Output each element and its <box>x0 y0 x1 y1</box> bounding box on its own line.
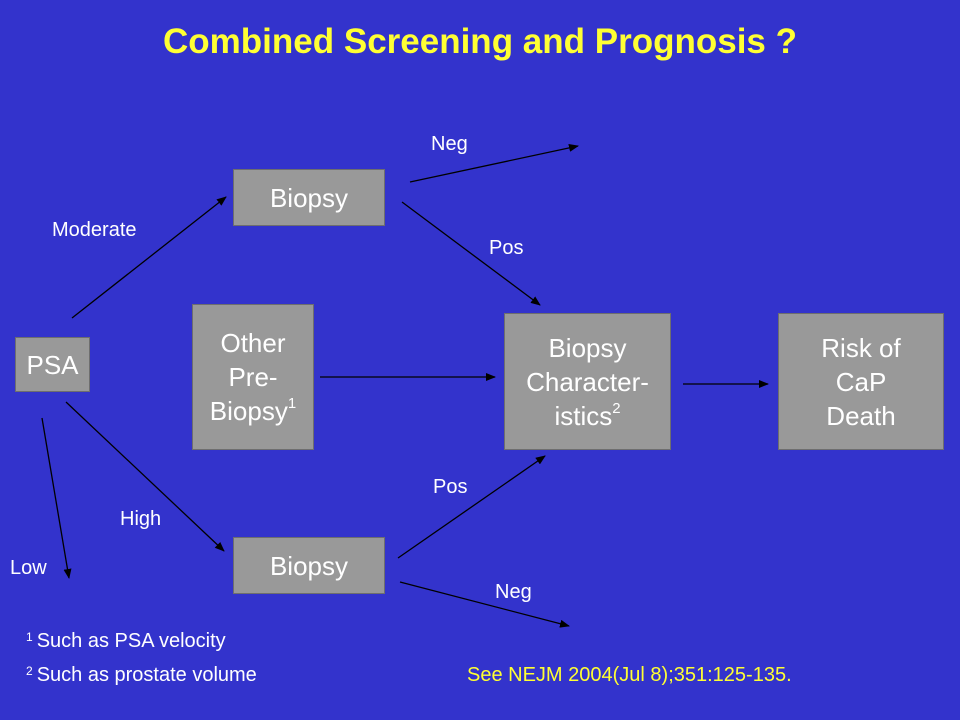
footnote-2-text: Such as prostate volume <box>36 664 257 686</box>
node-risk-of-death: Risk of CaP Death <box>778 313 944 450</box>
footnote-marker-2: 2 <box>612 399 621 417</box>
footnote-marker-1: 1 <box>287 395 297 413</box>
citation: See NEJM 2004(Jul 8);351:125-135. <box>467 664 792 686</box>
slide-title: Combined Screening and Prognosis ? <box>163 22 797 61</box>
label-neg-bottom: Neg <box>495 581 532 603</box>
node-characteristics-line-3: istics2 <box>554 399 621 431</box>
label-neg-top: Neg <box>431 133 468 155</box>
arrow-biopsy-bottom-pos <box>397 455 546 559</box>
label-pos-bottom: Pos <box>433 476 468 498</box>
node-risk-line-2: CaP <box>835 366 887 397</box>
footnote-2-marker: 2 <box>26 664 33 678</box>
node-risk-line-3: Death <box>826 400 896 431</box>
node-biopsy-bottom: Biopsy <box>233 537 385 594</box>
node-characteristics-line-2: Character- <box>526 366 649 397</box>
footnote-1-text: Such as PSA velocity <box>36 630 226 652</box>
arrow-biopsy-top-neg <box>409 143 579 183</box>
node-biopsy-top: Biopsy <box>233 169 385 226</box>
label-moderate: Moderate <box>52 219 137 241</box>
node-biopsy-top-line-1: Biopsy <box>269 182 349 213</box>
node-biopsy-characteristics: Biopsy Character- istics2 <box>504 313 671 450</box>
node-psa-line-1: PSA <box>26 349 79 380</box>
node-psa: PSA <box>15 337 90 392</box>
node-other-line-3: Biopsy1 <box>209 395 297 426</box>
arrow-biopsy-top-pos <box>401 201 541 306</box>
arrow-psa-low <box>41 417 72 579</box>
arrow-psa-to-biopsy-top <box>71 196 227 319</box>
label-pos-top: Pos <box>489 237 524 259</box>
node-biopsy-bottom-line-1: Biopsy <box>269 550 349 581</box>
arrow-biopsy-bottom-neg <box>399 581 570 628</box>
node-risk-line-1: Risk of <box>821 332 901 363</box>
footnote-1-marker: 1 <box>26 630 33 644</box>
node-other-line-1: Other <box>220 328 286 358</box>
label-high: High <box>120 508 162 530</box>
node-other-pre-biopsy: Other Pre- Biopsy1 <box>192 304 314 450</box>
node-characteristics-line-1: Biopsy <box>548 332 627 363</box>
arrow-psa-to-biopsy-bottom <box>65 401 225 552</box>
label-low: Low <box>10 557 47 579</box>
node-other-line-2: Pre- <box>228 362 278 392</box>
